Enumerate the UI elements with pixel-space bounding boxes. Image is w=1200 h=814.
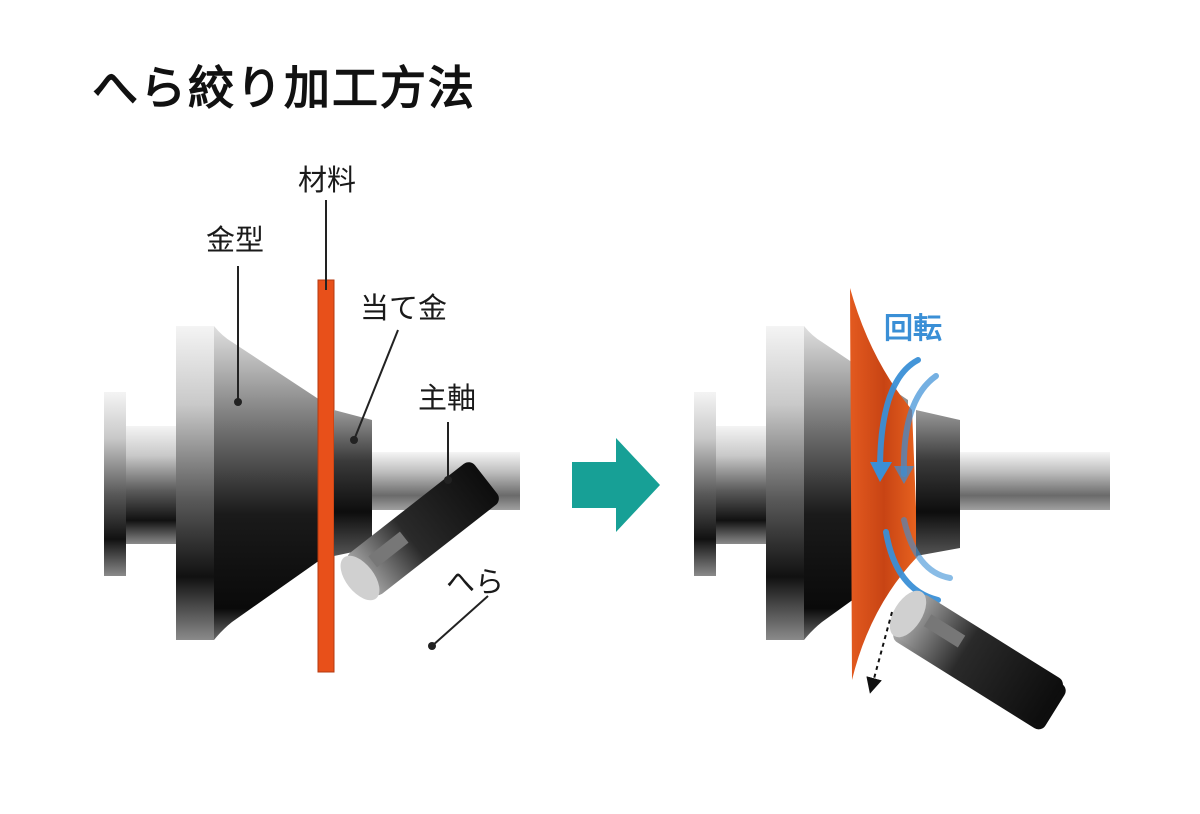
diagram-title: へら絞り加工方法: [92, 61, 476, 115]
formed-material: [850, 288, 918, 680]
label-rotation: 回転: [884, 311, 942, 345]
leader-backing: [353, 329, 399, 441]
label-material: 材料: [298, 163, 356, 197]
material-plate: [317, 279, 335, 673]
label-spindle: 主軸: [418, 381, 476, 415]
leader-spatula: [431, 595, 489, 647]
backing-block: [334, 410, 372, 556]
left-assembly: 材料 金型 当て金 主軸 へら: [104, 163, 520, 673]
right-flange: [694, 392, 716, 576]
mold-block: [176, 326, 214, 640]
label-spatula: へら: [446, 565, 504, 599]
left-hub: [126, 426, 178, 544]
right-mold-block: [766, 326, 804, 640]
label-mold: 金型: [206, 223, 264, 257]
process-arrow-icon: [572, 438, 660, 532]
left-flange: [104, 392, 126, 576]
right-spatula-tool-body: [889, 590, 1063, 724]
spatula-tool: [340, 462, 499, 601]
label-backing: 当て金: [360, 291, 447, 325]
right-hub: [716, 426, 768, 544]
right-assembly: 回転: [694, 288, 1110, 730]
right-backing-block: [916, 410, 960, 556]
right-spindle-shaft: [960, 452, 1110, 510]
mold-cone: [214, 326, 320, 640]
motion-arrow-icon: [866, 611, 893, 694]
